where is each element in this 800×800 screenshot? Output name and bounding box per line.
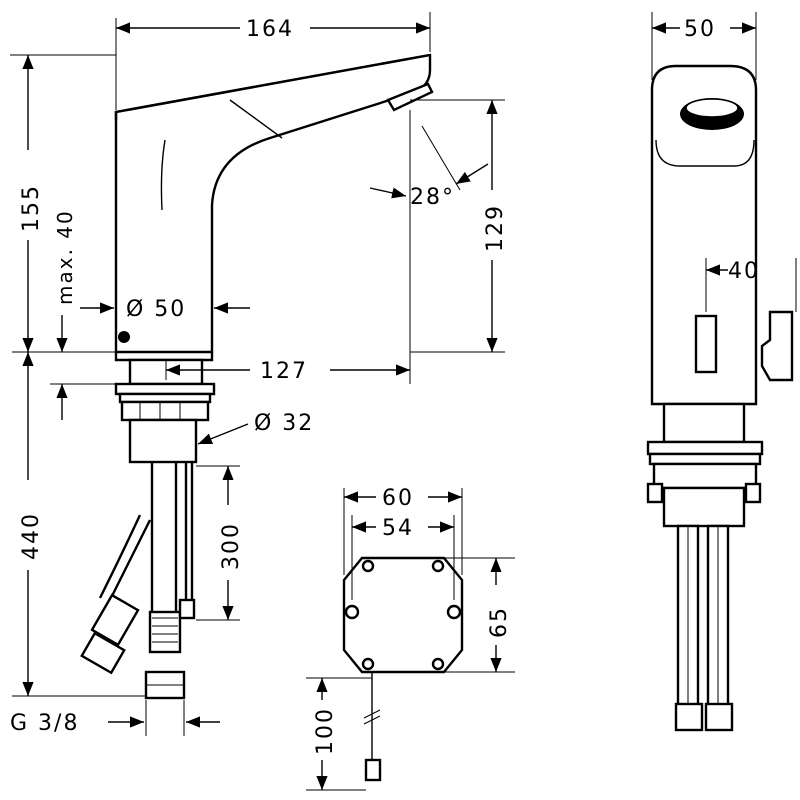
dim-diameter-50: Ø 50 bbox=[126, 297, 186, 322]
dim-60: 60 bbox=[382, 486, 414, 511]
side-dimensions: 50 40 bbox=[651, 12, 797, 312]
dim-54: 54 bbox=[382, 516, 414, 541]
dim-129: 129 bbox=[483, 204, 508, 252]
dim-164: 164 bbox=[246, 17, 294, 42]
control-box bbox=[342, 556, 464, 782]
dim-diameter-32: Ø 32 bbox=[254, 411, 314, 436]
dim-127: 127 bbox=[260, 359, 308, 384]
dim-100: 100 bbox=[313, 707, 338, 755]
front-dimensions: 164 155 max. 40 Ø 50 28° 129 bbox=[10, 12, 508, 736]
dim-300: 300 bbox=[219, 522, 244, 570]
dim-155: 155 bbox=[19, 184, 44, 232]
faucet-front-view bbox=[80, 53, 434, 700]
dim-440: 440 bbox=[19, 512, 44, 560]
dim-angle-28: 28° bbox=[410, 185, 455, 210]
dim-side-50: 50 bbox=[684, 17, 716, 42]
faucet-side-view bbox=[646, 64, 794, 732]
dim-max-40: max. 40 bbox=[53, 209, 77, 305]
dim-65: 65 bbox=[487, 606, 512, 638]
box-dimensions: 60 54 65 100 bbox=[306, 486, 515, 791]
dim-side-40: 40 bbox=[728, 259, 760, 284]
dim-thread: G 3/8 bbox=[10, 711, 79, 736]
